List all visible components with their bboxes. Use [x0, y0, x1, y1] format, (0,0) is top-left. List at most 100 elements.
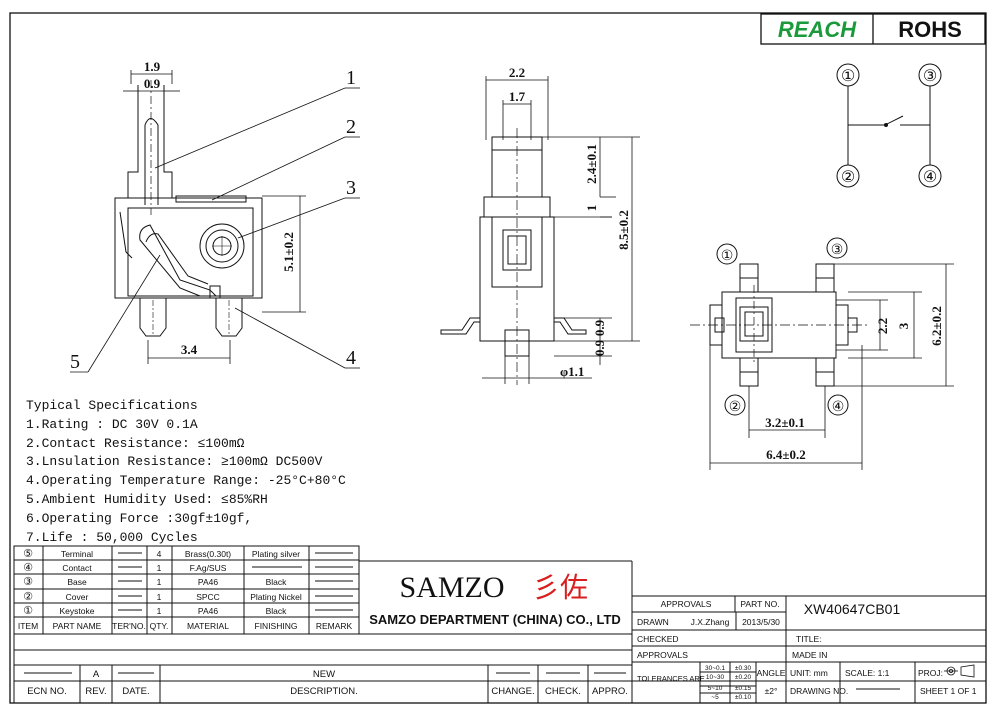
spec-line: 6.Operating Force :30gf±10gf, — [26, 510, 253, 526]
angle-label: ANGLE — [757, 668, 786, 678]
checked-label: CHECKED — [637, 634, 679, 644]
bom-finishing: Black — [266, 606, 288, 616]
appro-header: APPRO. — [592, 686, 628, 697]
switch-schematic — [836, 63, 942, 188]
schematic-pin-2: ② — [841, 169, 855, 186]
partno-value: XW40647CB01 — [804, 601, 901, 617]
drawn-label: DRAWN — [637, 617, 669, 627]
desc-header: DESCRIPTION. — [290, 686, 358, 697]
dim-1-9: 1.9 — [144, 59, 161, 74]
dimension-labels: 1.9 0.9 5.1±0.2 3.4 2.2 1.7 2.4±0.1 1 8.… — [144, 59, 944, 462]
made-in-label: MADE IN — [792, 650, 827, 660]
drawing-no-label: DRAWING NO. — [790, 686, 848, 696]
bom-text: ⑤ Terminal 4 Brass(0.30t) Plating silver… — [18, 548, 353, 631]
bom-material: SPCC — [196, 592, 220, 602]
drawn-date: 2013/5/30 — [742, 617, 780, 627]
dim-8-5: 8.5±0.2 — [616, 210, 631, 250]
dim-6-4: 6.4±0.2 — [766, 447, 806, 462]
dim-0-9-upper: 0.9 — [592, 319, 607, 336]
bom-finishing: Plating silver — [252, 549, 300, 559]
spec-line: 3.Lnsulation Resistance: ≥100mΩ DC500V — [26, 454, 323, 470]
dim-5-1: 5.1±0.2 — [281, 232, 296, 272]
pad-pin-4: ④ — [832, 398, 845, 414]
partno-label: PART NO. — [740, 599, 779, 609]
drawn-by: J.X.Zhang — [691, 617, 730, 627]
callout-4: 4 — [346, 347, 356, 369]
angle-value: ±2° — [765, 686, 778, 696]
bom-header-qty: QTY. — [150, 621, 169, 631]
desc-value: NEW — [313, 669, 335, 680]
revision-text: A NEW ECN NO. REV. DATE. DESCRIPTION. CH… — [27, 669, 628, 697]
spec-line: 2.Contact Resistance: ≤100mΩ — [26, 435, 245, 451]
schematic-pin-1: ① — [841, 68, 855, 85]
bom-qty: 1 — [157, 563, 162, 573]
callout-3: 3 — [346, 177, 356, 199]
rev-value: A — [93, 669, 100, 680]
bom-header-material: MATERIAL — [187, 621, 229, 631]
dim-3: 3 — [896, 322, 911, 329]
callout-leaders — [70, 87, 360, 373]
side-view — [440, 128, 587, 385]
sheet-label: SHEET 1 OF 1 — [920, 686, 977, 696]
callout-2: 2 — [346, 116, 356, 138]
ecn-header: ECN NO. — [27, 686, 67, 697]
bom-part: Contact — [62, 563, 92, 573]
unit-label: UNIT: mm — [790, 668, 828, 678]
compliance-badges: REACH ROHS — [760, 13, 986, 45]
dim-6-2: 6.2±0.2 — [929, 306, 944, 346]
tol-range: 30~0.1 — [705, 665, 725, 672]
side-dimensions — [482, 76, 640, 384]
approvals-label: APPROVALS — [661, 599, 712, 609]
typical-specifications: Typical Specifications 1.Rating : DC 30V… — [26, 397, 386, 547]
title-label: TITLE: — [796, 634, 822, 644]
bom-item: ② — [23, 591, 33, 603]
specs-title: Typical Specifications — [26, 398, 198, 413]
dim-phi-1-1: φ1.1 — [560, 364, 584, 379]
schematic-pin-4: ④ — [923, 169, 937, 186]
spec-line: 4.Operating Temperature Range: -25°C+80°… — [26, 473, 346, 489]
tol-value: ±0.15 — [735, 685, 752, 692]
bom-part: Keystoke — [60, 606, 95, 616]
bom-header-finishing: FINISHING — [255, 621, 298, 631]
dim-2-4: 2.4±0.1 — [584, 144, 599, 184]
scale-label: SCALE: 1:1 — [845, 668, 890, 678]
bom-finishing: Plating Nickel — [250, 592, 302, 602]
front-dimensions — [123, 70, 306, 364]
bom-dashes — [24, 552, 900, 690]
dim-3-4: 3.4 — [181, 342, 198, 357]
proj-label: PROJ: — [918, 668, 943, 678]
front-view — [114, 80, 263, 337]
bom-qty: 1 — [157, 592, 162, 602]
bom-material: F.Ag/SUS — [190, 563, 227, 573]
schematic-pin-3: ③ — [923, 68, 937, 85]
bom-table-grid — [13, 545, 360, 635]
dim-0-9-lower: 0.9 — [592, 339, 607, 356]
bom-item: ③ — [23, 576, 33, 588]
callout-5: 5 — [70, 351, 80, 373]
bom-item: ① — [23, 605, 33, 617]
bom-qty: 1 — [157, 606, 162, 616]
date-header: DATE. — [122, 686, 149, 697]
tol-range: 10~30 — [706, 674, 725, 681]
tol-range: 5~10 — [708, 685, 723, 692]
bom-header-ter: TER'NO. — [112, 621, 146, 631]
bom-header-part: PART NAME — [53, 621, 102, 631]
dim-1: 1 — [584, 205, 599, 212]
approvals2-label: APPROVALS — [637, 650, 688, 660]
company-name: SAMZO DEPARTMENT (CHINA) CO., LTD — [369, 612, 621, 627]
pad-pin-1: ① — [721, 247, 734, 263]
dim-1-7: 1.7 — [509, 89, 526, 104]
tol-value: ±0.10 — [735, 694, 752, 701]
logo-en: SAMZO — [399, 571, 504, 604]
dim-2-2-side: 2.2 — [509, 65, 525, 80]
rohs-label: ROHS — [898, 17, 962, 42]
reach-label: REACH — [778, 17, 857, 42]
spec-line: 5.Ambient Humidity Used: ≤85%RH — [26, 491, 268, 507]
change-header: CHANGE. — [491, 686, 534, 697]
dim-2-2-top: 2.2 — [875, 318, 890, 334]
bom-material: PA46 — [198, 577, 218, 587]
company-logo: SAMZO 彡佐 SAMZO DEPARTMENT (CHINA) CO., L… — [369, 571, 621, 627]
tol-value: ±0.30 — [735, 665, 752, 672]
bom-part: Cover — [66, 592, 89, 602]
